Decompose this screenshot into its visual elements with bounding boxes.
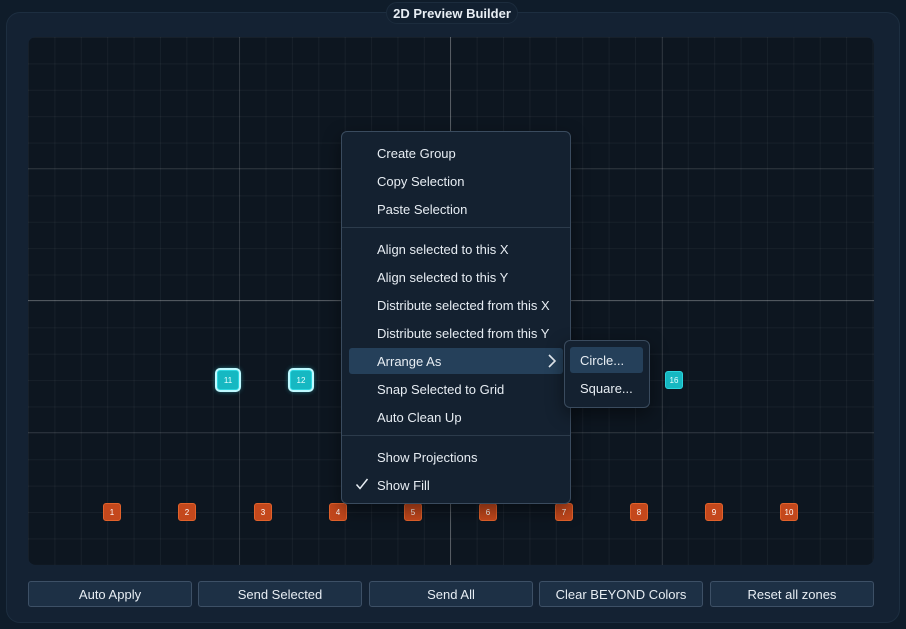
menu-item-label: Arrange As <box>377 353 442 369</box>
menu-item-arrange-as[interactable]: Arrange As <box>349 348 563 374</box>
menu-item-paste-selection[interactable]: Paste Selection <box>349 196 563 222</box>
zone-marker[interactable]: 6 <box>479 503 497 521</box>
menu-item-snap-to-grid[interactable]: Snap Selected to Grid <box>349 376 563 402</box>
zone-marker[interactable]: 12 <box>290 370 312 390</box>
zone-marker[interactable]: 4 <box>329 503 347 521</box>
send-all-button[interactable]: Send All <box>369 581 533 607</box>
menu-item-label: Distribute selected from this Y <box>377 325 550 341</box>
menu-item-distribute-x[interactable]: Distribute selected from this X <box>349 292 563 318</box>
menu-divider <box>342 435 570 436</box>
menu-item-label: Paste Selection <box>377 201 468 217</box>
menu-item-distribute-y[interactable]: Distribute selected from this Y <box>349 320 563 346</box>
menu-item-label: Align selected to this X <box>377 241 509 257</box>
submenu-item-label: Circle... <box>580 352 625 368</box>
menu-item-copy-selection[interactable]: Copy Selection <box>349 168 563 194</box>
menu-item-align-x[interactable]: Align selected to this X <box>349 236 563 262</box>
zone-marker[interactable]: 9 <box>705 503 723 521</box>
menu-item-label: Align selected to this Y <box>377 269 509 285</box>
menu-item-auto-clean-up[interactable]: Auto Clean Up <box>349 404 563 430</box>
menu-item-show-projections[interactable]: Show Projections <box>349 444 563 470</box>
zone-marker[interactable]: 11 <box>217 370 239 390</box>
auto-apply-button[interactable]: Auto Apply <box>28 581 192 607</box>
send-selected-button[interactable]: Send Selected <box>198 581 362 607</box>
menu-item-label: Show Projections <box>377 449 478 465</box>
zone-marker[interactable]: 8 <box>630 503 648 521</box>
zone-marker[interactable]: 10 <box>780 503 798 521</box>
zone-marker[interactable]: 5 <box>404 503 422 521</box>
menu-item-label: Snap Selected to Grid <box>377 381 505 397</box>
menu-item-label: Copy Selection <box>377 173 465 189</box>
menu-item-label: Distribute selected from this X <box>377 297 550 313</box>
menu-item-create-group[interactable]: Create Group <box>349 140 563 166</box>
menu-item-label: Auto Clean Up <box>377 409 462 425</box>
submenu-item-circle[interactable]: Circle... <box>570 347 643 373</box>
zone-marker[interactable]: 3 <box>254 503 272 521</box>
reset-all-zones-button[interactable]: Reset all zones <box>710 581 874 607</box>
zone-marker[interactable]: 2 <box>178 503 196 521</box>
menu-item-align-y[interactable]: Align selected to this Y <box>349 264 563 290</box>
menu-item-show-fill[interactable]: Show Fill <box>349 472 563 498</box>
context-menu: Create Group Copy Selection Paste Select… <box>341 131 571 504</box>
panel-title: 2D Preview Builder <box>386 2 518 24</box>
menu-item-label: Show Fill <box>377 477 430 493</box>
grid-line <box>662 37 663 565</box>
check-icon <box>355 478 369 490</box>
menu-item-label: Create Group <box>377 145 456 161</box>
grid-line <box>239 37 240 565</box>
zone-marker[interactable]: 1 <box>103 503 121 521</box>
chevron-right-icon <box>548 354 557 368</box>
submenu-item-label: Square... <box>580 380 633 396</box>
menu-divider <box>342 227 570 228</box>
arrange-as-submenu: Circle... Square... <box>564 340 650 408</box>
zone-marker[interactable]: 16 <box>665 371 683 389</box>
zone-marker[interactable]: 7 <box>555 503 573 521</box>
clear-beyond-colors-button[interactable]: Clear BEYOND Colors <box>539 581 703 607</box>
submenu-item-square[interactable]: Square... <box>570 375 643 401</box>
